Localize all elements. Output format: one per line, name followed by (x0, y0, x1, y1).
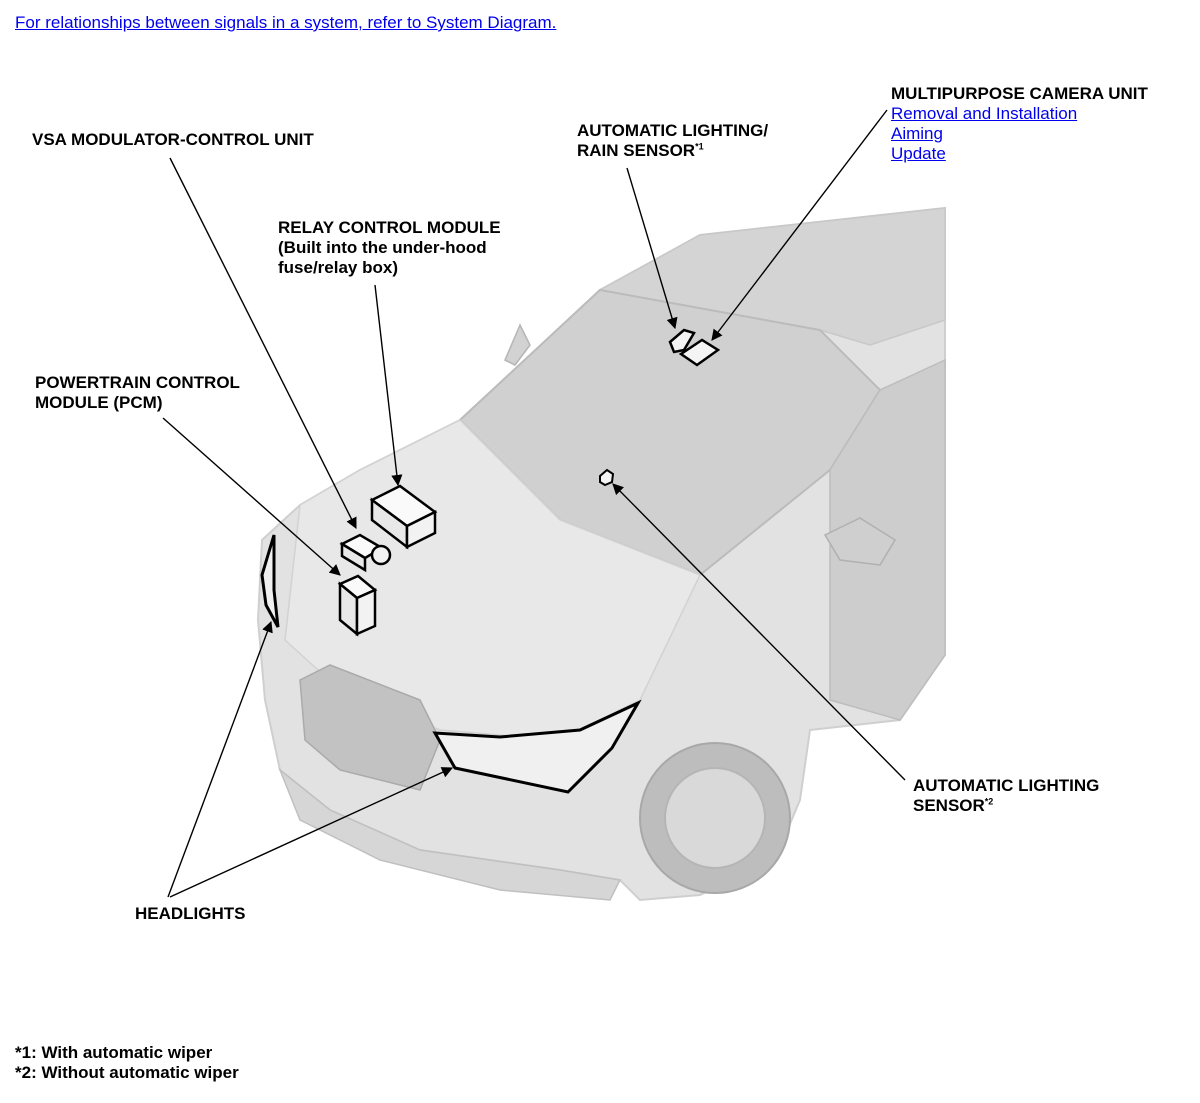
camera-update-link[interactable]: Update (891, 144, 946, 163)
vehicle-front-bumper (278, 767, 622, 901)
rain-sensor (668, 328, 696, 354)
vsa-modulator-unit (339, 533, 392, 573)
leader-relay (374, 284, 403, 487)
label-powertrain-control-module: POWERTRAIN CONTROL MODULE (PCM) (35, 373, 240, 412)
side-mirror (823, 517, 897, 566)
vehicle-illustration (256, 206, 946, 902)
camera-aiming-link[interactable]: Aiming (891, 124, 943, 143)
footnote-1: *1: With automatic wiper (15, 1043, 213, 1062)
label-automatic-lighting-sensor: AUTOMATIC LIGHTING SENSOR*2 (913, 776, 1100, 815)
camera-removal-installation-link[interactable]: Removal and Installation (891, 104, 1078, 123)
label-vsa-modulator-control-unit: VSA MODULATOR-CONTROL UNIT (32, 130, 314, 149)
footnote-2: *2: Without automatic wiper (15, 1063, 239, 1082)
vehicle-grille (299, 664, 441, 791)
leader-camera (711, 109, 888, 341)
vehicle-wheel-rim (664, 767, 766, 869)
leader-lines (162, 109, 906, 898)
leader-rain-sensor (626, 167, 678, 330)
left-mirror (504, 323, 531, 366)
relay-control-module-box (369, 484, 438, 550)
pcm-box (337, 574, 378, 637)
label-automatic-lighting-rain-sensor: AUTOMATIC LIGHTING/ RAIN SENSOR*1 (577, 121, 769, 160)
leader-headlight-right (169, 767, 454, 898)
label-multipurpose-camera-unit: MULTIPURPOSE CAMERA UNIT Removal and Ins… (891, 84, 1148, 163)
camera-unit (678, 338, 721, 367)
leader-pcm (162, 417, 341, 576)
leader-headlight-left (167, 620, 273, 898)
right-headlight (432, 699, 642, 794)
leader-vsa (169, 157, 357, 530)
label-relay-control-module: RELAY CONTROL MODULE (Built into the und… (278, 218, 501, 277)
leader-als (612, 483, 906, 781)
label-headlights: HEADLIGHTS (135, 904, 246, 923)
footnotes: *1: With automatic wiper *2: Without aut… (15, 1043, 239, 1083)
left-headlight (260, 534, 280, 628)
system-diagram-link[interactable]: For relationships between signals in a s… (15, 13, 557, 32)
automatic-lighting-sensor (599, 468, 615, 487)
